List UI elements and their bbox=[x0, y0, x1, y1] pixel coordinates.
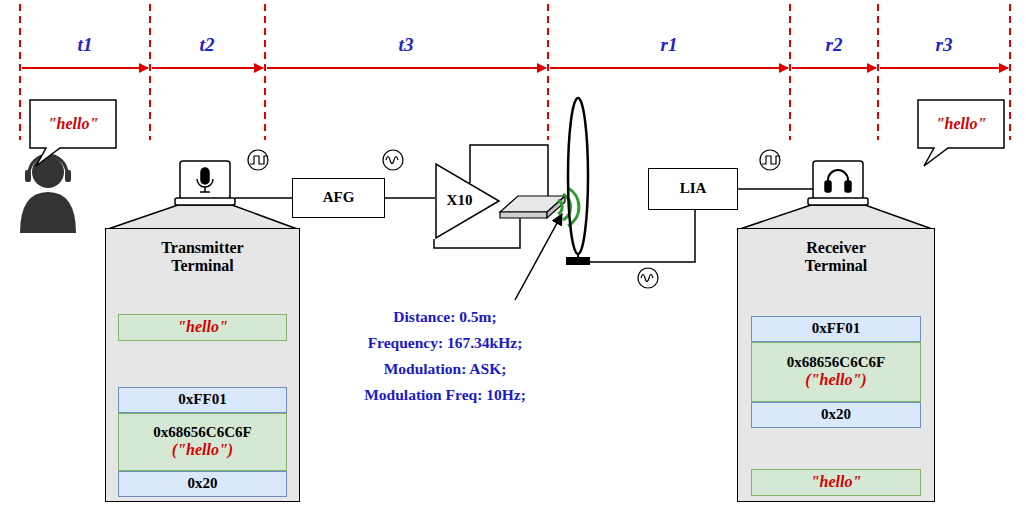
node-text: "hello" bbox=[936, 115, 987, 133]
node-text: ("hello") bbox=[172, 441, 233, 459]
time-label: t1 bbox=[78, 34, 93, 56]
signal-symbols bbox=[248, 150, 780, 288]
text-box: "hello" bbox=[751, 469, 921, 496]
terminal-panel: Receiver Terminal 0xFF01 0x68656C6C6F("hel… bbox=[737, 228, 935, 502]
node-text: 0x20 bbox=[188, 475, 218, 492]
text-box: "hello" bbox=[118, 314, 287, 341]
setup-note: Modulation Freq: 10Hz; bbox=[364, 386, 526, 404]
timeline bbox=[20, 4, 1010, 140]
node-text: 0xFF01 bbox=[178, 391, 226, 408]
footer-box: 0x20 bbox=[118, 471, 287, 497]
setup-note: Modulation: ASK; bbox=[384, 360, 507, 378]
person-icon bbox=[20, 155, 76, 233]
node-text: 0x68656C6C6F bbox=[787, 354, 885, 371]
node-text: LIA bbox=[680, 180, 707, 197]
node-text: 0x68656C6C6F bbox=[153, 424, 251, 441]
microphone-laptop bbox=[175, 161, 235, 205]
loop-antenna bbox=[566, 98, 590, 265]
terminal-panel: Transmitter Terminal "hello" 0xFF01 0x68656… bbox=[105, 228, 300, 502]
amplifier-triangle: X10 bbox=[435, 163, 500, 239]
time-label: t3 bbox=[399, 34, 414, 56]
payload-box: 0x68656C6C6F("hello") bbox=[118, 413, 287, 471]
time-label: r2 bbox=[826, 34, 843, 56]
speech-bubble: "hello" bbox=[918, 100, 1004, 148]
node-text: "hello" bbox=[177, 318, 228, 336]
speech-bubble: "hello" bbox=[30, 100, 116, 148]
node-text: 0x20 bbox=[821, 406, 851, 423]
afg-box: AFG bbox=[292, 178, 385, 218]
node-text: "hello" bbox=[811, 473, 862, 491]
time-label: r1 bbox=[661, 34, 678, 56]
node-text: AFG bbox=[323, 189, 355, 206]
node-text: "hello" bbox=[48, 115, 99, 133]
wires bbox=[235, 145, 813, 262]
node-text: ("hello") bbox=[805, 371, 866, 389]
transmitter-plate bbox=[500, 196, 565, 218]
payload-box: 0x68656C6C6F("hello") bbox=[751, 342, 921, 402]
header-box: 0xFF01 bbox=[751, 316, 921, 342]
lia-box: LIA bbox=[648, 168, 738, 210]
panel-heading: Receiver Terminal bbox=[776, 239, 896, 276]
wire bbox=[385, 197, 435, 199]
header-box: 0xFF01 bbox=[118, 387, 287, 413]
setup-note: Distance: 0.5m; bbox=[393, 308, 496, 326]
headphone-laptop bbox=[808, 161, 868, 205]
node-text: X10 bbox=[447, 192, 473, 209]
time-label: r3 bbox=[936, 34, 953, 56]
node-text: 0xFF01 bbox=[812, 320, 860, 337]
panel-heading: Transmitter Terminal bbox=[143, 239, 263, 276]
leader-arrow bbox=[515, 214, 562, 300]
setup-note: Frequency: 167.34kHz; bbox=[368, 334, 523, 352]
footer-box: 0x20 bbox=[751, 402, 921, 428]
time-label: t2 bbox=[200, 34, 215, 56]
